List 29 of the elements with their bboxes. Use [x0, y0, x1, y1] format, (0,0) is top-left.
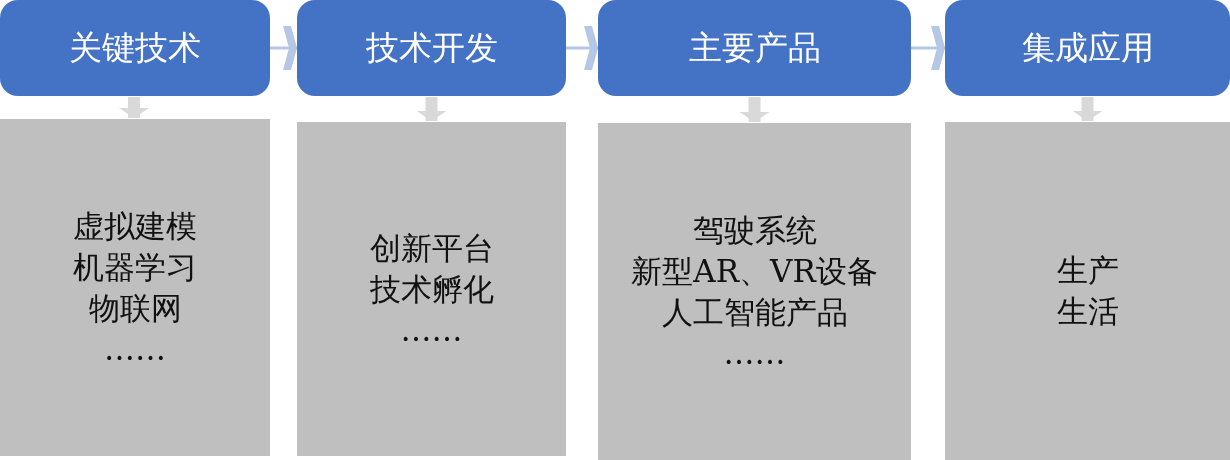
content-box — [297, 122, 566, 456]
content-text: …… — [400, 310, 463, 350]
stage-title: 集成应用 — [1021, 26, 1154, 69]
content-text: …… — [723, 333, 786, 373]
down-arrow — [1072, 97, 1103, 121]
stage-box — [0, 0, 270, 96]
content-box — [0, 119, 270, 456]
down-arrow — [416, 97, 447, 121]
stage-title: 技术开发 — [365, 26, 498, 69]
content-text: 驾驶系统 — [692, 210, 817, 250]
content-box — [945, 122, 1230, 460]
down-arrow — [739, 97, 770, 122]
content-text: 人工智能产品 — [661, 292, 848, 332]
content-text: 物联网 — [88, 288, 182, 328]
content-text: 生活 — [1056, 292, 1119, 331]
stage-box — [297, 0, 566, 96]
content-text: 生产 — [1056, 251, 1119, 290]
stage-box — [945, 0, 1230, 96]
content-box — [598, 123, 911, 460]
down-arrow — [119, 97, 149, 118]
content-text: 技术孵化 — [369, 269, 494, 309]
stage-title: 主要产品 — [688, 26, 821, 69]
content-text: …… — [104, 329, 166, 369]
content-text: 虚拟建模 — [73, 206, 197, 246]
content-text: 新型AR、VR设备 — [631, 251, 878, 291]
stage-box — [598, 0, 911, 96]
content-text: 机器学习 — [73, 247, 197, 287]
stage-title: 关键技术 — [69, 26, 201, 69]
content-text: 创新平台 — [369, 228, 494, 268]
